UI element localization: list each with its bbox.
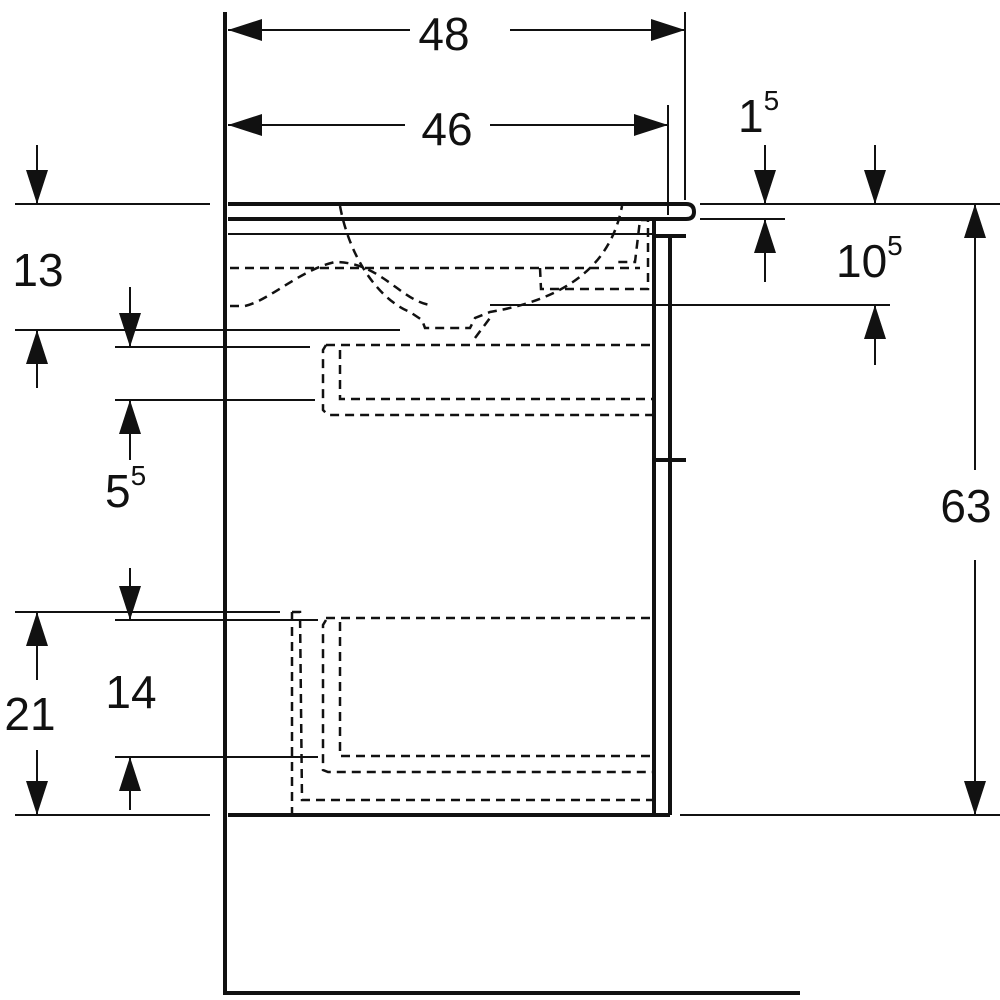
dim-top-gap: 13: [12, 244, 63, 296]
dim-overall-width: 48: [418, 8, 469, 60]
dim-basin-depth: 105: [836, 230, 903, 287]
dim-basin-depth-base: 10: [836, 235, 887, 287]
drawer-hidden-lines: [290, 343, 652, 815]
dim-top-thickness-sup: 5: [764, 85, 780, 116]
extension-lines: [15, 12, 1000, 816]
dim-upper-drawer-base: 5: [105, 465, 131, 517]
dim-upper-drawer: 55: [105, 460, 146, 517]
dim-basin-depth-sup: 5: [887, 230, 903, 261]
dim-bottom-offset: 21: [4, 688, 55, 740]
dim-height: 63: [940, 480, 991, 532]
dimension-arrows: [26, 19, 986, 815]
dim-top-thickness-base: 1: [738, 90, 764, 142]
dim-inner-width: 46: [421, 103, 472, 155]
dim-lower-drawer: 14: [105, 666, 156, 718]
dim-upper-drawer-sup: 5: [131, 460, 147, 491]
wall-floor: [223, 12, 800, 995]
dim-top-thickness: 15: [738, 85, 779, 142]
basin-hidden-lines: [230, 205, 650, 339]
cabinet-outline: [228, 202, 697, 817]
